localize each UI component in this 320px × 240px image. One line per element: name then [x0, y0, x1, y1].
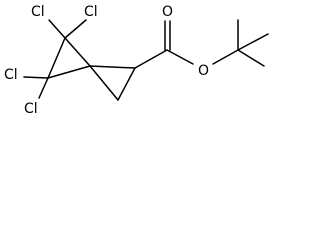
bond-carbonyl-c-ester-o [166, 49, 194, 65]
atom-labels: Cl Cl Cl Cl O O [4, 4, 209, 117]
atom-label-cl-1: Cl [31, 4, 45, 20]
bond-c2-c3 [47, 37, 66, 79]
bond-c5-carbonyl-c [134, 49, 168, 69]
atom-label-cl-4: Cl [24, 101, 38, 117]
chemical-structure: Cl Cl Cl Cl O O [4, 4, 269, 117]
bond-c3-cl-3 [23, 76, 49, 79]
bond-tbu-methyl-bottom [237, 49, 265, 67]
bond-c3-cl-4 [38, 77, 49, 99]
atom-label-carbonyl-oxygen: O [162, 4, 173, 20]
bonds [23, 19, 269, 101]
atom-label-cl-3: Cl [4, 67, 18, 83]
bond-ester-o-tbu-c [212, 49, 239, 65]
bond-spiro-c6 [89, 65, 119, 101]
bond-c2-cl-2 [64, 19, 87, 39]
bond-c2-spiro [64, 37, 91, 67]
atom-label-ester-oxygen: O [198, 63, 209, 79]
bond-tbu-methyl-right [237, 33, 269, 51]
atom-label-cl-2: Cl [84, 4, 98, 20]
bond-spiro-c5 [89, 65, 136, 69]
bond-c2-cl-1 [48, 19, 66, 39]
bond-c3-spiro [47, 65, 91, 79]
bond-c5-c6 [117, 67, 136, 101]
